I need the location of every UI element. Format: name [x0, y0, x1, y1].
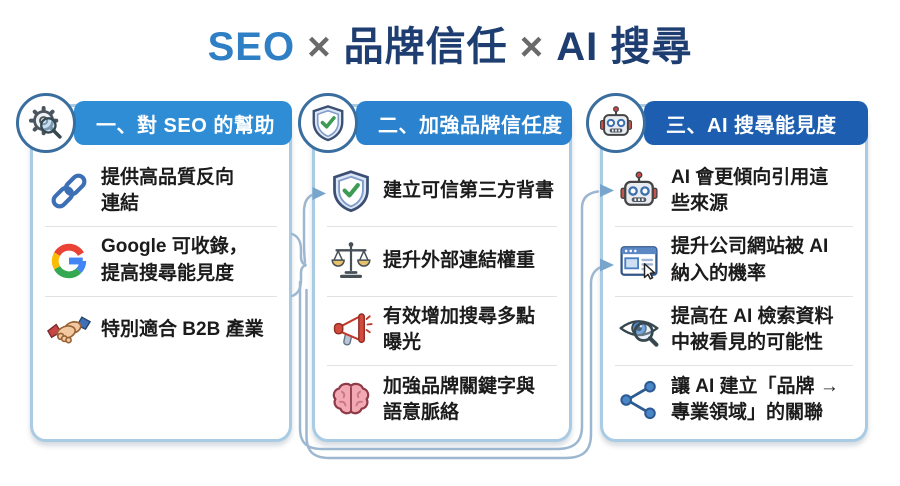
google-icon [46, 238, 92, 284]
card-empty-space [33, 365, 289, 435]
item-text: 提供高品質反向 連結 [101, 166, 235, 214]
item-text: 提升公司網站被 AI 納入的機率 [671, 236, 829, 284]
item-text: 加強品牌關鍵字與 語意脈絡 [383, 375, 536, 424]
chain-link-icon [46, 168, 92, 214]
item-text: AI 會更傾向引用這 些來源 [671, 166, 829, 214]
shield-check-icon [328, 168, 374, 214]
card-items: 建立可信第三方背書提升外部連結權重有效增加搜尋多點 曝光加強品牌關鍵字與 語意脈… [315, 154, 569, 439]
item-text: 建立可信第三方背書 [383, 179, 555, 201]
title-part: SEO [207, 25, 296, 69]
eye-magnifier-icon [616, 307, 662, 353]
title-part: AI 搜尋 [556, 25, 693, 69]
page-title: SEO × 品牌信任 × AI 搜尋 [0, 14, 900, 72]
list-item: Google 可收錄， 提高搜尋能見度 [33, 225, 289, 296]
item-text: 特別適合 B2B 產業 [101, 319, 264, 341]
brain-icon [328, 377, 374, 423]
robot-icon [586, 93, 646, 153]
robot-icon [616, 168, 662, 214]
share-network-icon [616, 377, 662, 423]
item-text: 提高在 AI 檢索資料 中被看見的可能性 [671, 306, 834, 354]
megaphone-icon [328, 307, 374, 353]
list-item: 加強品牌關鍵字與 語意脈絡 [315, 365, 569, 435]
list-item: 特別適合 B2B 產業 [33, 295, 289, 366]
balance-scale-icon [328, 238, 374, 284]
title-part: 品牌信任 [343, 25, 508, 69]
card-header-ai-search: 三、AI 搜尋能見度 [644, 101, 868, 145]
card-ai-search: 三、AI 搜尋能見度 AI 會更傾向引用這 些來源提升公司網站被 AI 納入的機… [586, 93, 868, 442]
browser-cursor-icon [616, 238, 662, 284]
card-items: AI 會更傾向引用這 些來源提升公司網站被 AI 納入的機率提高在 AI 檢索資… [603, 154, 865, 439]
list-item: 提供高品質反向 連結 [33, 156, 289, 226]
item-text: 有效增加搜尋多點 曝光 [383, 306, 536, 354]
list-item: 提升外部連結權重 [315, 225, 569, 296]
list-item: 提高在 AI 檢索資料 中被看見的可能性 [603, 295, 865, 366]
list-item: 有效增加搜尋多點 曝光 [315, 295, 569, 366]
list-item: 建立可信第三方背書 [315, 156, 569, 226]
card-header-seo: 一、對 SEO 的幫助 [74, 101, 292, 145]
shield-check-icon [298, 93, 358, 153]
handshake-icon [46, 307, 92, 353]
brace-from-seo-card [290, 232, 307, 298]
list-item: AI 會更傾向引用這 些來源 [603, 156, 865, 226]
card-items: 提供高品質反向 連結 Google 可收錄， 提高搜尋能見度特別適合 B2B 產業 [33, 154, 289, 439]
card-brand-trust: 二、加強品牌信任度 建立可信第三方背書提升外部連結權重有效增加搜尋多點 曝光加強… [298, 93, 572, 442]
item-text: 讓 AI 建立「品牌 → 專業領域」的關聯 [671, 375, 839, 424]
item-text: 提升外部連結權重 [383, 249, 536, 271]
list-item: 讓 AI 建立「品牌 → 專業領域」的關聯 [603, 365, 865, 435]
item-text: Google 可收錄， 提高搜尋能見度 [101, 236, 248, 284]
card-header-brand-trust: 二、加強品牌信任度 [356, 101, 572, 145]
card-seo-help: 一、對 SEO 的幫助 提供高品質反向 連結 Google 可收錄， 提高搜尋能見… [16, 93, 292, 442]
title-part: × [295, 25, 344, 69]
title-part: × [507, 25, 557, 69]
gear-magnifier-icon [16, 93, 76, 153]
list-item: 提升公司網站被 AI 納入的機率 [603, 225, 865, 296]
